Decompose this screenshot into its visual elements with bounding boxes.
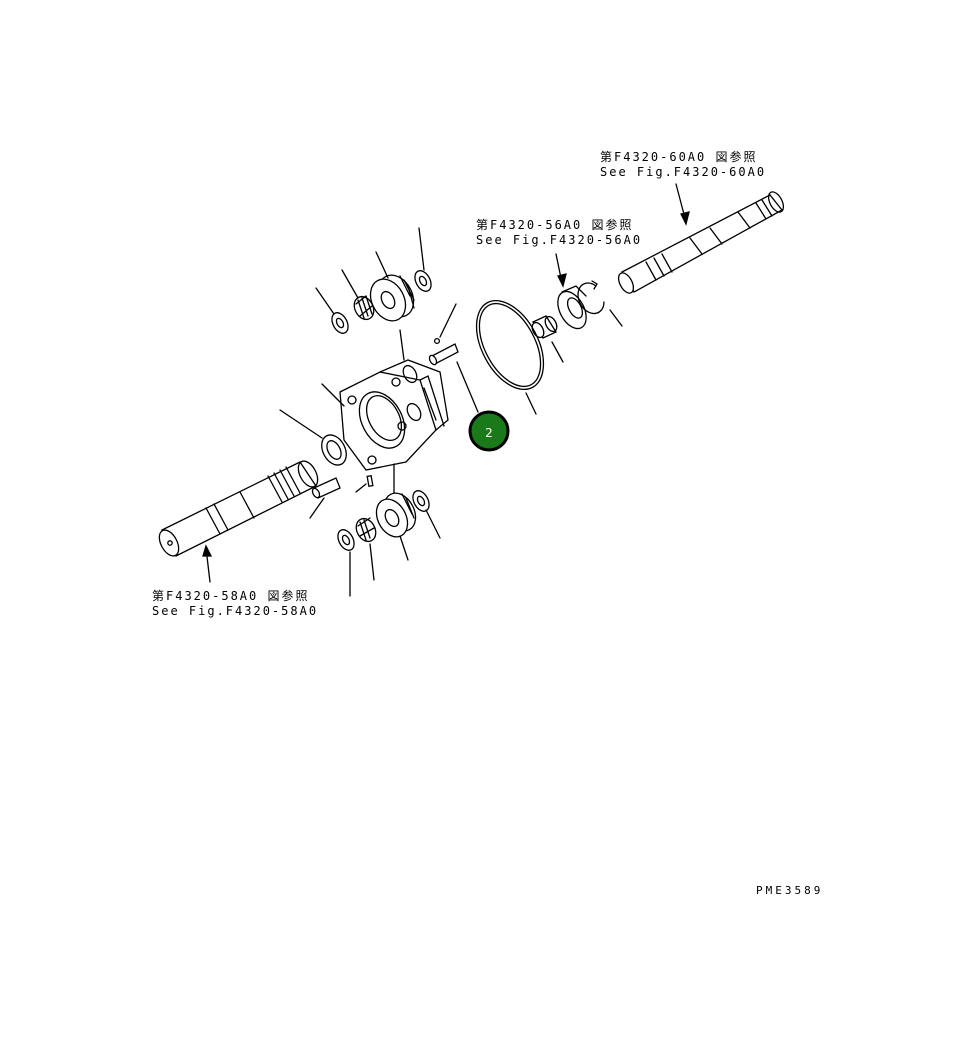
- reference-middle: 第F4320-56A0 図参照 See Fig.F4320-56A0: [476, 218, 642, 248]
- reference-middle-en: See Fig.F4320-56A0: [476, 233, 643, 247]
- bearing-retainer: [557, 280, 605, 330]
- pin: [428, 337, 459, 366]
- carrier-housing: [339, 359, 449, 471]
- reference-top-right-en: See Fig.F4320-60A0: [600, 165, 767, 179]
- callout-marker[interactable]: [468, 410, 510, 452]
- upper-needle-bearing: [353, 295, 375, 321]
- reference-bottom-left: 第F4320-58A0 図参照 See Fig.F4320-58A0: [152, 589, 318, 619]
- lower-gear: [375, 492, 417, 538]
- drawing-code: PME3589: [756, 884, 824, 897]
- reference-bottom-left-en: See Fig.F4320-58A0: [152, 604, 319, 618]
- upper-gear: [369, 274, 415, 322]
- reference-middle-jp: 第F4320-56A0 図参照: [476, 218, 634, 232]
- bushing: [531, 315, 558, 339]
- lower-needle-bearing: [355, 517, 377, 543]
- lower-shaft: [158, 460, 319, 557]
- reference-bottom-left-jp: 第F4320-58A0 図参照: [152, 589, 310, 603]
- o-ring: [475, 299, 545, 391]
- reference-top-right-jp: 第F4320-60A0 図参照: [600, 150, 758, 164]
- reference-top-right: 第F4320-60A0 図参照 See Fig.F4320-60A0: [600, 150, 766, 180]
- upper-shaft: [617, 191, 785, 294]
